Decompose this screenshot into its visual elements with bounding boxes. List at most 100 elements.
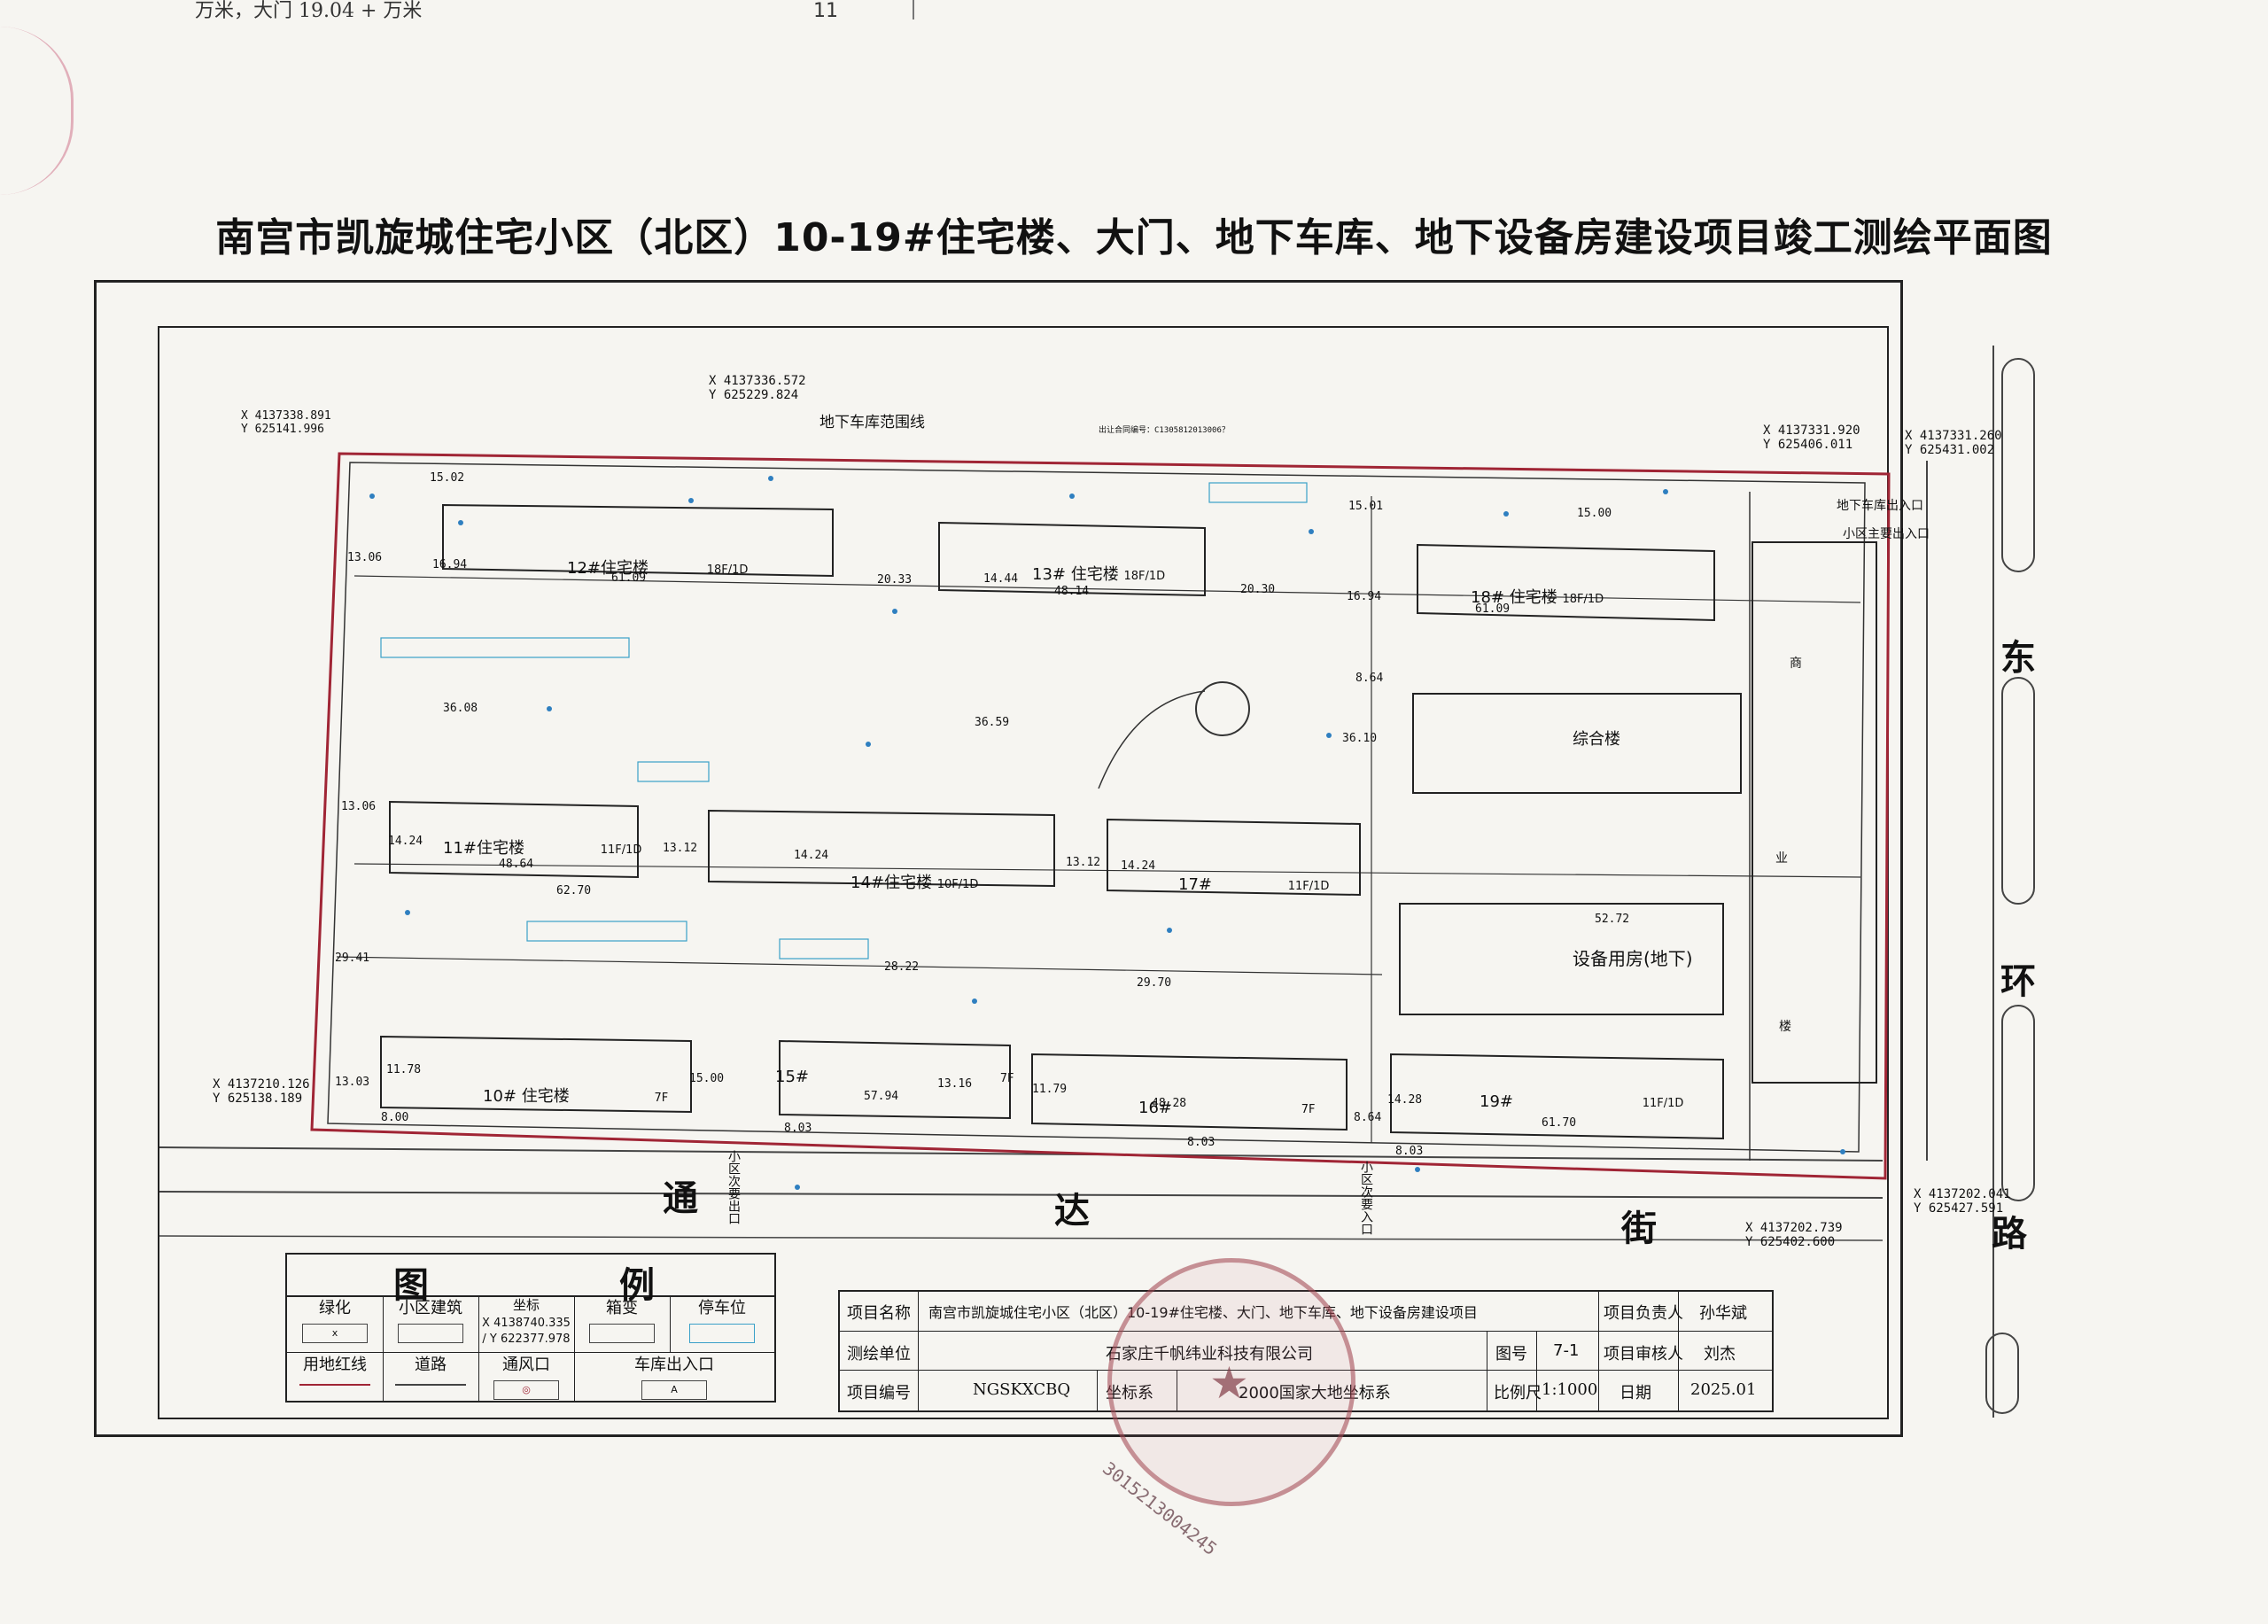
company-seal <box>1107 1258 1355 1506</box>
building-19 <box>1390 1053 1724 1140</box>
dim-label: 20.33 <box>877 573 913 587</box>
dim-label: 14.44 <box>983 572 1019 586</box>
east-median-1 <box>2001 358 2035 572</box>
seal-star-icon: ★ <box>1209 1357 1249 1409</box>
dim-label: 8.64 <box>1355 672 1384 685</box>
legend-parking: 停车位 <box>670 1295 774 1353</box>
street-east-3: 路 <box>1992 1214 2027 1255</box>
building-10-label: 10# 住宅楼 7F <box>483 1087 669 1106</box>
fold-line <box>913 0 914 19</box>
contract-note: 出让合同编号：C1305812013006？ <box>1099 426 1230 435</box>
garage-range-line <box>327 462 1866 1153</box>
building-11-label: 11#住宅楼 11F/1D <box>443 839 642 858</box>
building-10 <box>380 1035 692 1114</box>
outer-frame <box>94 280 1903 1437</box>
dim-label: 61.09 <box>611 571 647 585</box>
commercial-label-1: 商 <box>1790 657 1802 671</box>
dim-label: 36.10 <box>1342 732 1378 745</box>
building-15-label: 15# 7F <box>775 1068 1014 1086</box>
south-road-edge-3 <box>159 1235 1884 1241</box>
complex-label: 综合楼 <box>1573 730 1620 749</box>
dim-label: 15.02 <box>430 471 465 485</box>
dim-label: 13.06 <box>347 551 383 564</box>
dim-label: 52.72 <box>1595 913 1630 926</box>
commercial-label-2: 业 <box>1775 851 1788 866</box>
dim-label: 8.00 <box>381 1111 409 1124</box>
legend-transformer: 箱变 <box>574 1295 671 1353</box>
building-12-label: 12#住宅楼 18F/1D <box>567 559 749 578</box>
project-name-label: 项目名称 <box>847 1304 911 1323</box>
dim-label: 15.01 <box>1348 500 1384 513</box>
building-13 <box>938 521 1206 597</box>
dim-label: 29.41 <box>335 952 370 965</box>
east-median-4 <box>1985 1333 2019 1414</box>
dim-label: 48.28 <box>1152 1097 1187 1110</box>
building-19-label: 19# 11F/1D <box>1480 1092 1684 1111</box>
sub-entry-label: 小区次要入口 <box>1359 1161 1373 1235</box>
parking-rows <box>380 482 1308 960</box>
street-south-2: 达 <box>1054 1191 1090 1232</box>
building-11 <box>389 800 639 879</box>
commercial-label-3: 楼 <box>1779 1020 1791 1034</box>
legend-title: 图 例 <box>287 1255 774 1306</box>
property-red-line <box>310 452 1891 1180</box>
reviewer: 刘杰 <box>1704 1345 1736 1364</box>
building-14-label: 14#住宅楼 10F/1D <box>850 874 979 892</box>
inner-road-1 <box>353 575 1861 603</box>
street-east-1: 东 <box>2000 638 2036 679</box>
garage-line-label: 地下车库范围线 <box>819 414 925 431</box>
dim-label: 8.03 <box>1187 1136 1216 1149</box>
dim-label: 13.03 <box>335 1076 370 1089</box>
dim-label: 14.24 <box>388 835 423 848</box>
equipment-label: 设备用房(地下) <box>1573 948 1693 969</box>
dim-label: 15.00 <box>689 1072 725 1085</box>
equipment-building <box>1399 903 1724 1015</box>
dim-label: 13.16 <box>937 1077 973 1091</box>
dim-label: 36.08 <box>443 702 478 715</box>
legend-vent: 通风口◎ <box>478 1352 575 1401</box>
dim-label: 11.79 <box>1032 1083 1068 1096</box>
east-median-2 <box>2001 677 2035 905</box>
reviewer-label: 项目审核人 <box>1604 1345 1683 1364</box>
building-14 <box>708 809 1055 888</box>
dim-label: 14.24 <box>1121 859 1156 873</box>
dim-label: 11.78 <box>386 1063 422 1076</box>
building-18-label: 18# 住宅楼 18F/1D <box>1471 588 1604 607</box>
street-east-2: 环 <box>2000 961 2036 1002</box>
legend-building: 小区建筑 <box>383 1295 479 1353</box>
complex-building <box>1412 693 1742 794</box>
dim-label: 8.03 <box>784 1122 812 1135</box>
building-16-label: 16# 7F <box>1138 1099 1316 1117</box>
legend-road: 道路 <box>383 1352 479 1401</box>
top-note: 万米，大门 19.04 + 万米 <box>195 0 423 22</box>
dim-label: 13.12 <box>1066 856 1101 869</box>
street-south-1: 通 <box>663 1178 698 1219</box>
dim-label: 15.00 <box>1577 507 1612 520</box>
dim-label: 14.24 <box>794 849 829 862</box>
dim-label: 36.59 <box>975 716 1010 729</box>
building-16 <box>1031 1053 1348 1131</box>
dim-label: 61.70 <box>1542 1116 1577 1130</box>
dim-label: 16.94 <box>1347 590 1382 603</box>
dim-label: 48.14 <box>1054 585 1090 598</box>
drawing-no: 7-1 <box>1553 1341 1580 1360</box>
top-mark: 11 <box>813 0 838 22</box>
code-label: 项目编号 <box>847 1384 911 1403</box>
street-south-3: 街 <box>1621 1208 1657 1249</box>
dim-label: 16.94 <box>432 558 468 571</box>
garage-entrance-label: 地下车库出入口 <box>1837 499 1923 513</box>
curved-path <box>1098 690 1206 789</box>
dim-label: 57.94 <box>864 1090 899 1103</box>
south-road-edge-2 <box>159 1191 1884 1199</box>
dim-label: 8.03 <box>1395 1145 1424 1158</box>
dim-label: 20.30 <box>1240 583 1276 596</box>
building-17-label: 17# 11F/1D <box>1178 875 1330 894</box>
leader-label: 项目负责人 <box>1604 1304 1683 1323</box>
